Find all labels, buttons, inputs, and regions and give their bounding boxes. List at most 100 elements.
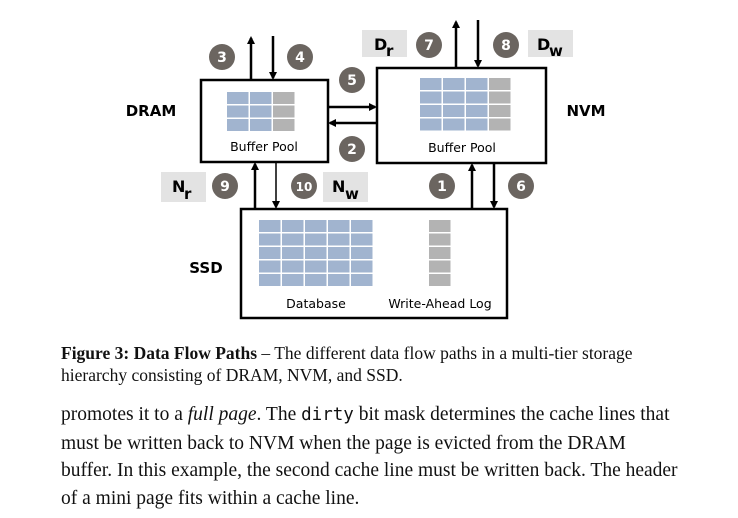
database-page-cell bbox=[259, 247, 281, 259]
body-code-dirty: dirty bbox=[301, 405, 354, 425]
path-badge-10: 10 bbox=[291, 173, 317, 199]
cache-line-cell bbox=[420, 118, 442, 131]
database-page-cell bbox=[282, 247, 304, 259]
database-page-cell bbox=[351, 220, 373, 232]
figure-caption: Figure 3: Data Flow Paths – The differen… bbox=[61, 342, 681, 386]
caption-dash: – bbox=[257, 343, 275, 363]
wal-record-cell bbox=[429, 260, 451, 273]
caption-text: The different data flow paths in a multi… bbox=[61, 343, 633, 385]
body-italic-full-page: full page bbox=[187, 404, 257, 425]
caption-label: Figure 3: Data Flow Paths bbox=[61, 343, 258, 363]
cache-line-cell bbox=[443, 118, 465, 131]
cache-line-cell bbox=[466, 118, 488, 131]
tag-d-read: D r bbox=[362, 30, 407, 60]
cache-line-cell bbox=[443, 91, 465, 104]
dram-buffer-pool-label: Buffer Pool bbox=[230, 139, 298, 154]
path-badge-8: 8 bbox=[493, 32, 519, 58]
tier-label-ssd: SSD bbox=[189, 259, 222, 277]
dram-page-grid bbox=[227, 92, 295, 131]
cache-line-cell bbox=[443, 78, 465, 90]
database-page-cell bbox=[328, 233, 350, 246]
nvm-buffer-pool-label: Buffer Pool bbox=[428, 140, 496, 155]
tier-label-dram: DRAM bbox=[126, 102, 177, 120]
data-flow-diagram: DRAM NVM SSD Buffer Pool Buffer Pool Dat… bbox=[126, 20, 606, 320]
database-page-cell bbox=[259, 233, 281, 246]
svg-text:N: N bbox=[172, 177, 185, 196]
svg-text:r: r bbox=[386, 42, 394, 60]
path-badge-9: 9 bbox=[212, 173, 238, 199]
wal-record-cell bbox=[429, 274, 451, 286]
database-page-cell bbox=[282, 220, 304, 232]
tag-n-read: N r bbox=[161, 172, 206, 203]
svg-text:3: 3 bbox=[217, 50, 227, 66]
svg-text:r: r bbox=[184, 185, 192, 203]
cache-line-cell bbox=[250, 92, 272, 104]
database-page-cell bbox=[282, 260, 304, 273]
database-page-cell bbox=[305, 233, 327, 246]
database-page-cell bbox=[305, 220, 327, 232]
database-page-cell bbox=[328, 220, 350, 232]
body-text-3: bit mask determines the cache lines that… bbox=[61, 404, 678, 509]
cache-line-cell bbox=[489, 118, 511, 131]
svg-text:5: 5 bbox=[347, 73, 357, 89]
cache-line-cell bbox=[443, 105, 465, 117]
cache-line-cell bbox=[250, 119, 272, 131]
cache-line-cell bbox=[273, 105, 295, 118]
wal-record-cell bbox=[429, 247, 451, 259]
body-paragraph: promotes it to a full page. The dirty bi… bbox=[61, 401, 681, 512]
database-page-cell bbox=[351, 247, 373, 259]
cache-line-cell bbox=[227, 92, 249, 104]
database-page-cell bbox=[328, 260, 350, 273]
path-badge-4: 4 bbox=[287, 44, 313, 70]
svg-text:D: D bbox=[374, 35, 387, 54]
svg-text:w: w bbox=[345, 185, 359, 203]
cache-line-cell bbox=[420, 78, 442, 90]
svg-text:9: 9 bbox=[220, 179, 230, 195]
body-text-1: promotes it to a bbox=[61, 404, 188, 425]
database-page-cell bbox=[259, 220, 281, 232]
cache-line-cell bbox=[420, 105, 442, 117]
database-page-cell bbox=[282, 233, 304, 246]
wal-label: Write-Ahead Log bbox=[388, 296, 491, 311]
svg-text:10: 10 bbox=[296, 180, 313, 194]
cache-line-cell bbox=[420, 91, 442, 104]
database-page-cell bbox=[305, 260, 327, 273]
path-badge-7: 7 bbox=[416, 32, 442, 58]
path-badge-5: 5 bbox=[339, 67, 365, 93]
cache-line-cell bbox=[273, 119, 295, 131]
database-page-cell bbox=[351, 274, 373, 286]
database-label: Database bbox=[286, 296, 346, 311]
database-page-cell bbox=[305, 247, 327, 259]
cache-line-cell bbox=[489, 105, 511, 117]
body-text-2: . The bbox=[256, 404, 302, 425]
database-page-cell bbox=[328, 247, 350, 259]
cache-line-cell bbox=[466, 105, 488, 117]
svg-text:8: 8 bbox=[501, 38, 511, 54]
svg-text:6: 6 bbox=[516, 179, 526, 195]
wal-record-cell bbox=[429, 220, 451, 232]
svg-text:2: 2 bbox=[347, 142, 357, 158]
path-badge-2: 2 bbox=[339, 136, 365, 162]
svg-text:7: 7 bbox=[424, 38, 434, 54]
database-page-cell bbox=[259, 274, 281, 286]
wal-record-cell bbox=[429, 233, 451, 246]
cache-line-cell bbox=[227, 105, 249, 118]
database-page-cell bbox=[351, 233, 373, 246]
database-grid bbox=[259, 220, 373, 286]
svg-text:N: N bbox=[332, 177, 345, 196]
database-page-cell bbox=[282, 274, 304, 286]
nvm-page-grid bbox=[420, 78, 511, 131]
tag-d-write: D w bbox=[528, 30, 573, 60]
tier-label-nvm: NVM bbox=[566, 102, 605, 120]
wal-grid bbox=[429, 220, 451, 286]
cache-line-cell bbox=[466, 78, 488, 90]
svg-text:w: w bbox=[549, 42, 563, 60]
cache-line-cell bbox=[250, 105, 272, 118]
cache-line-cell bbox=[489, 78, 511, 90]
path-badge-6: 6 bbox=[508, 173, 534, 199]
database-page-cell bbox=[351, 260, 373, 273]
cache-line-cell bbox=[273, 92, 295, 104]
tag-n-write: N w bbox=[323, 172, 368, 203]
svg-text:1: 1 bbox=[437, 179, 447, 195]
path-badge-1: 1 bbox=[429, 173, 455, 199]
